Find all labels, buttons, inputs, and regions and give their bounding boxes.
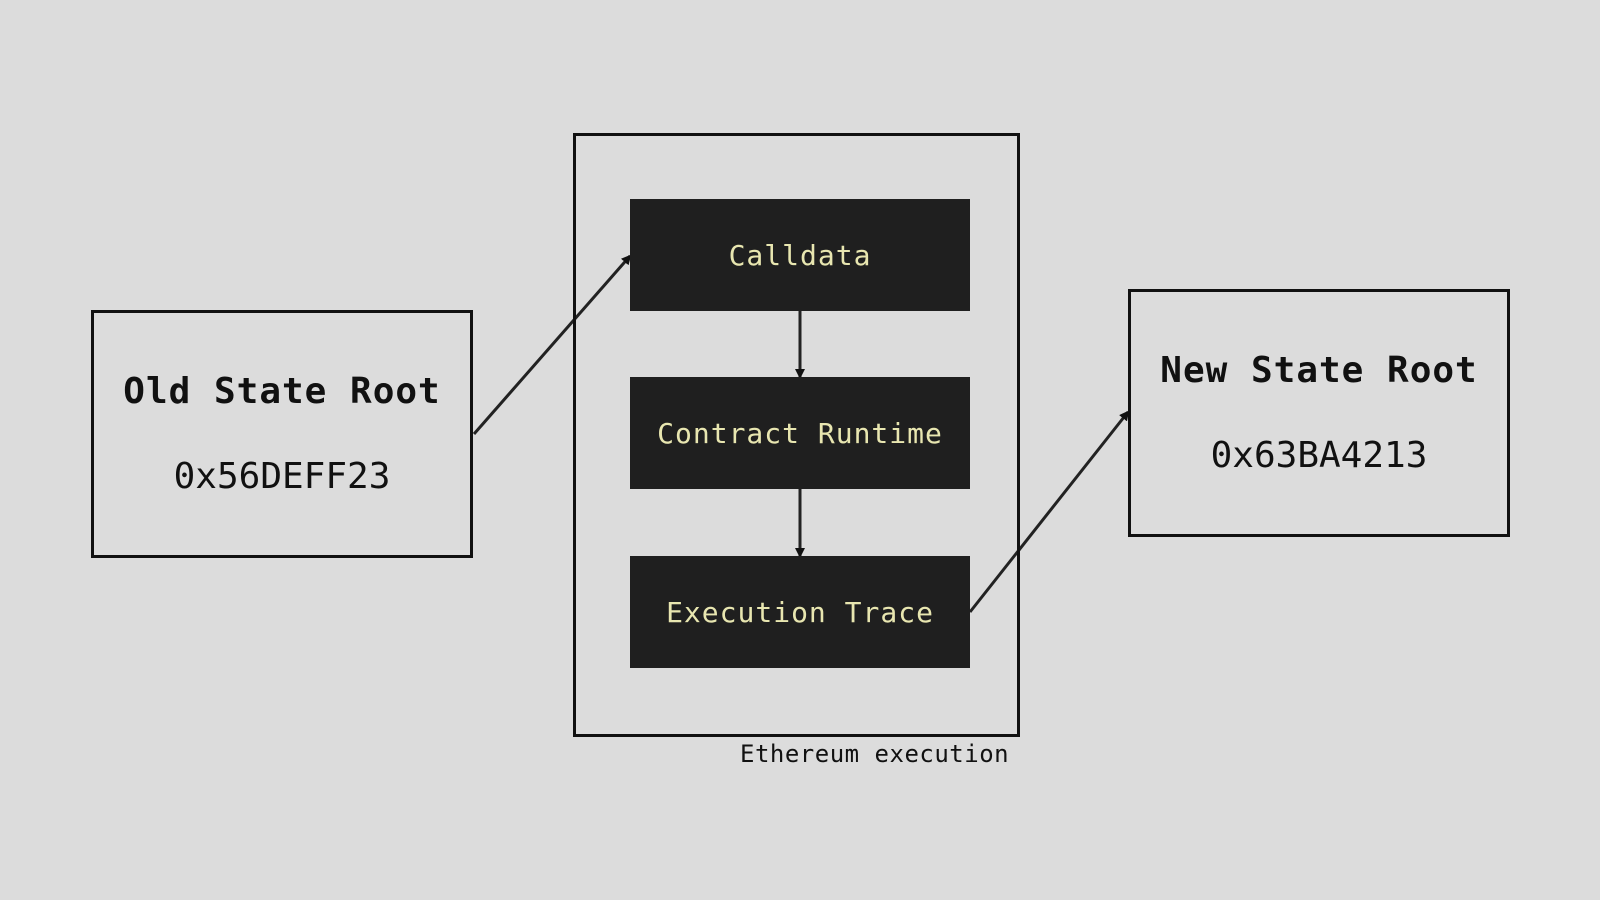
contract-runtime-step: Contract Runtime <box>630 377 970 489</box>
ethereum-execution-caption: Ethereum execution <box>740 740 1010 768</box>
old-state-root-box: Old State Root 0x56DEFF23 <box>91 310 473 558</box>
calldata-label: Calldata <box>728 238 872 272</box>
new-state-title: New State Root <box>1160 350 1478 391</box>
old-state-hash: 0x56DEFF23 <box>173 456 391 497</box>
arrow-old-state-to-calldata <box>472 254 632 435</box>
calldata-step: Calldata <box>630 199 970 311</box>
new-state-hash: 0x63BA4213 <box>1210 435 1428 476</box>
ethereum-execution-frame <box>573 133 1020 737</box>
new-state-root-box: New State Root 0x63BA4213 <box>1128 289 1510 537</box>
arrow-trace-to-new-state <box>968 410 1130 613</box>
execution-trace-label: Execution Trace <box>666 595 934 629</box>
old-state-title: Old State Root <box>123 371 441 412</box>
contract-runtime-label: Contract Runtime <box>657 416 943 450</box>
execution-trace-step: Execution Trace <box>630 556 970 668</box>
